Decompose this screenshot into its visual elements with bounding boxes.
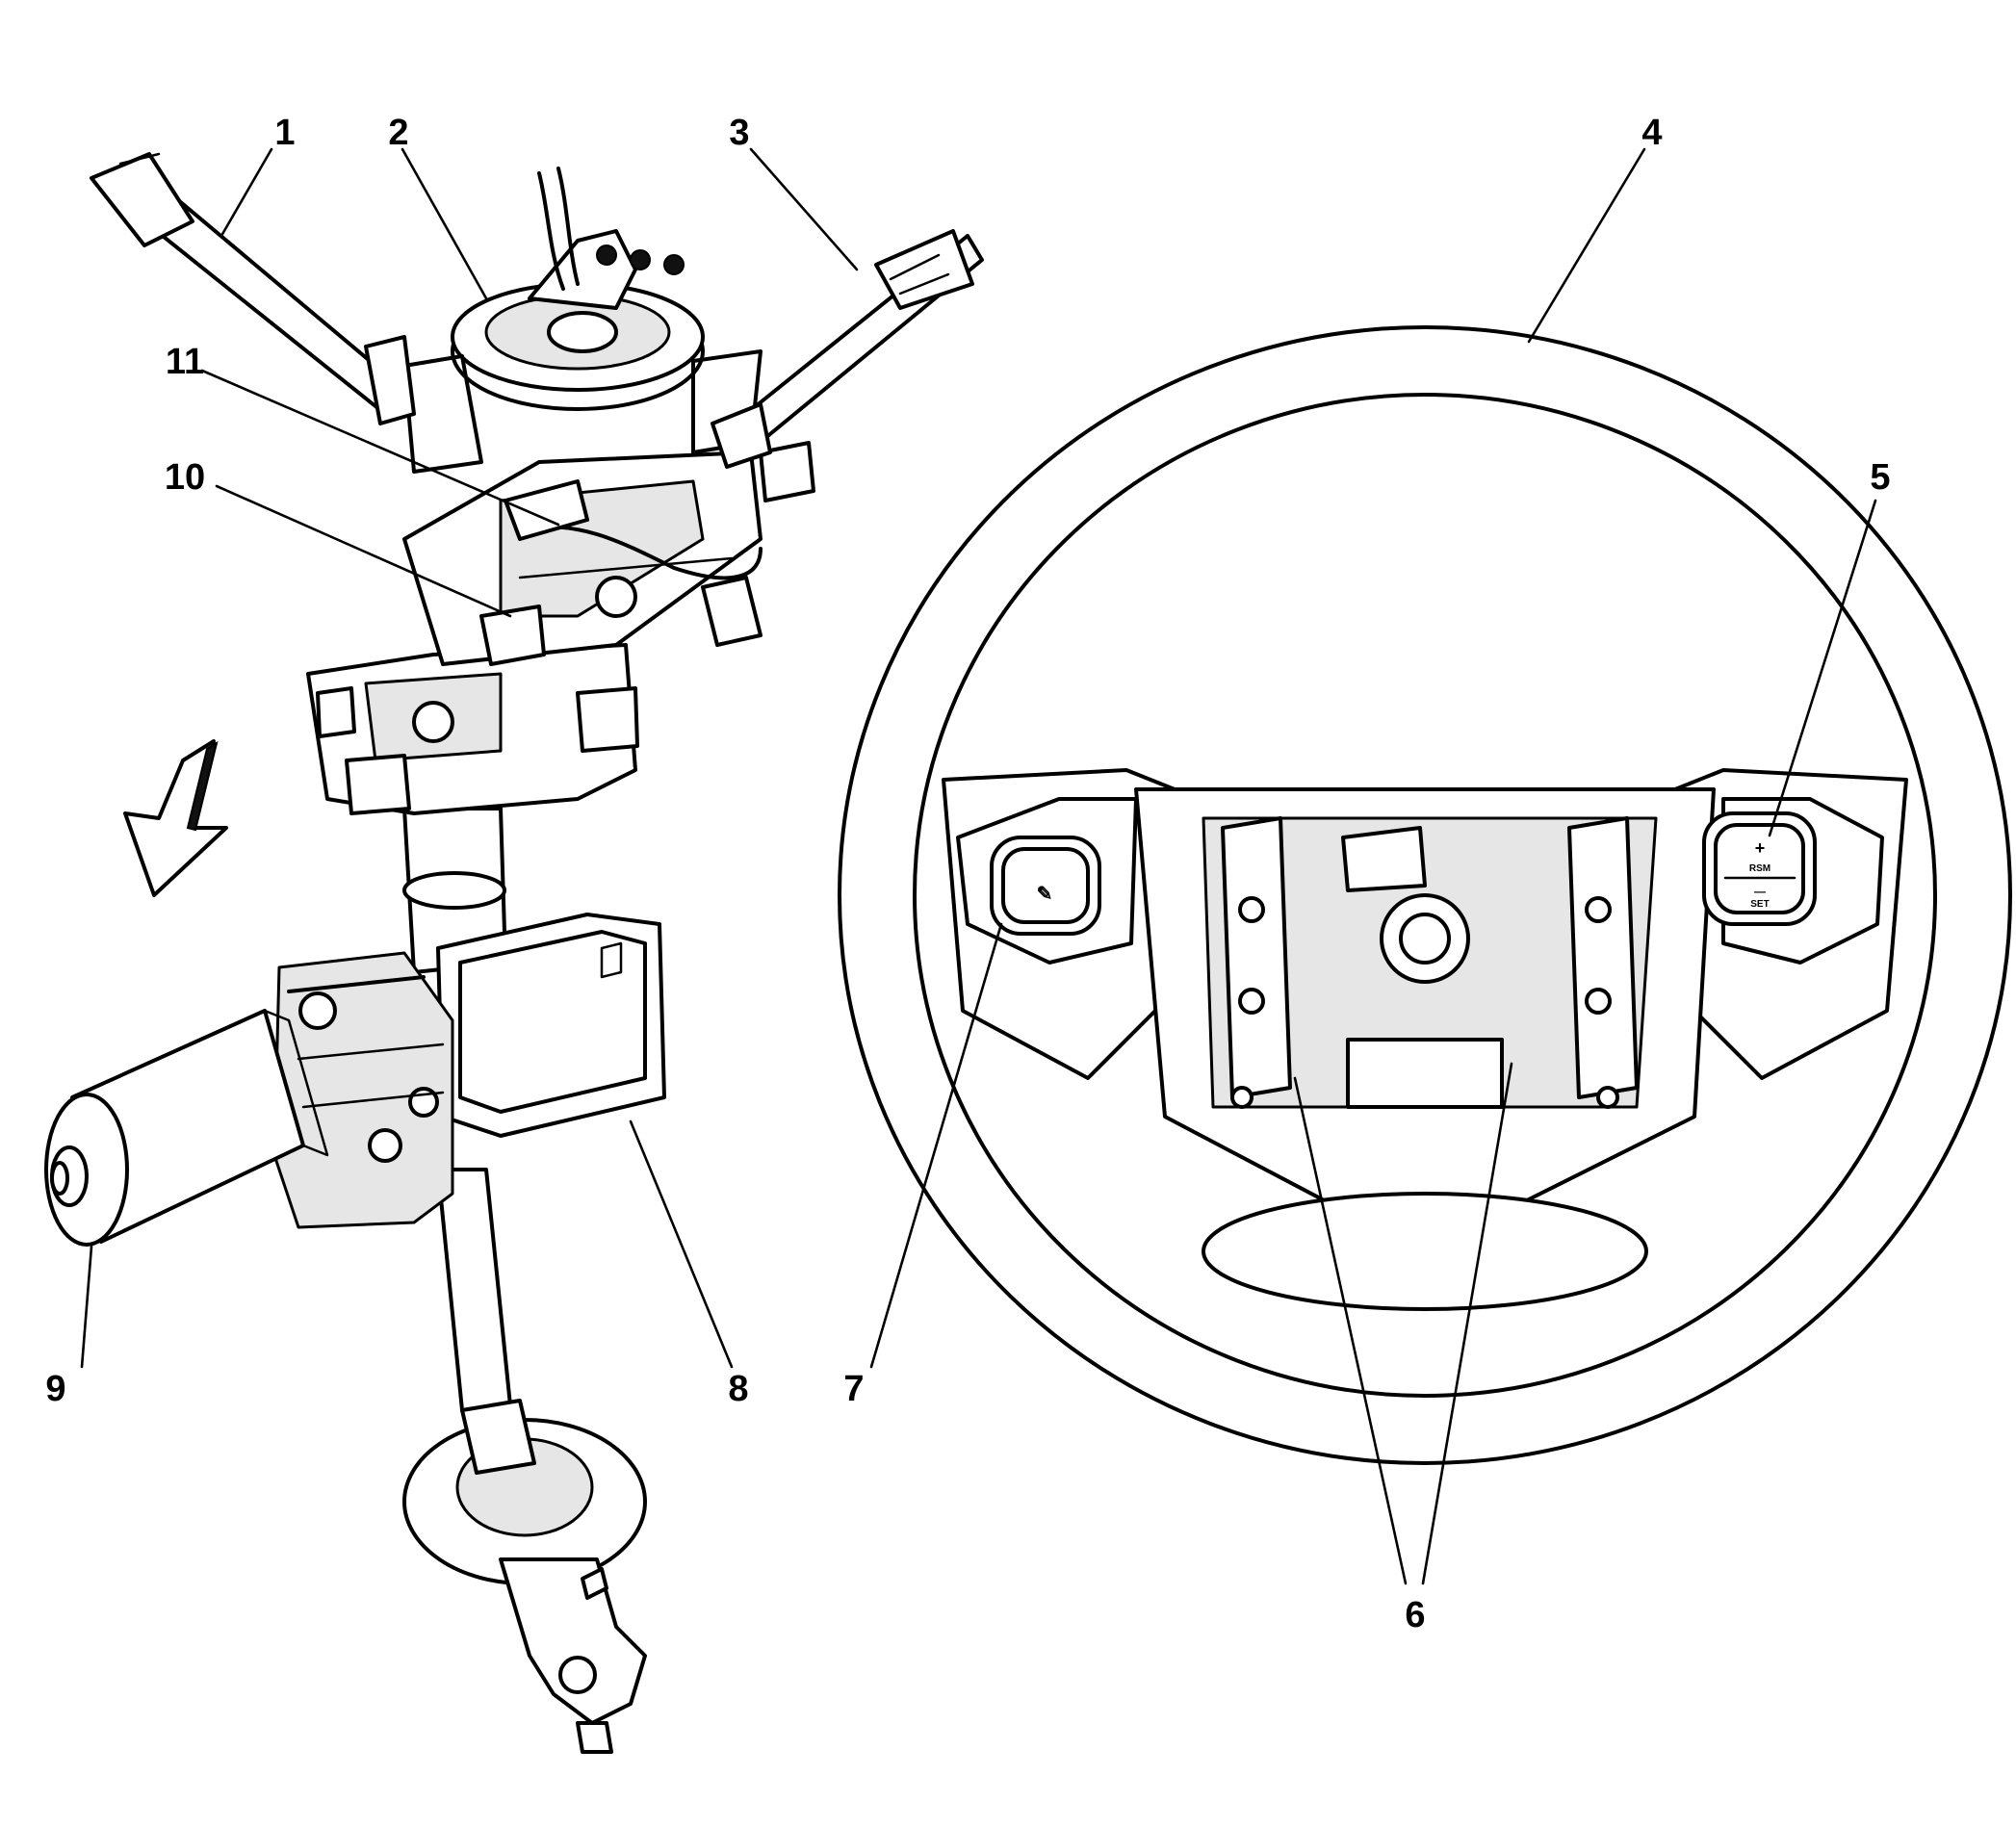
steering-column-assembly <box>44 152 984 1754</box>
cruise-control-switch: + RSM — SET <box>1702 797 1884 965</box>
callout-7: 7 <box>843 1369 864 1409</box>
assist-motor <box>44 1009 329 1247</box>
callout-2: 2 <box>388 113 408 153</box>
callout-1: 1 <box>274 113 295 153</box>
callout-8: 8 <box>728 1369 748 1409</box>
callout-10: 10 <box>165 457 205 498</box>
clockspring <box>402 167 762 474</box>
cruise-minus-label: — <box>1754 885 1766 898</box>
leader-lines <box>80 147 1877 1585</box>
turn-signal-lever <box>90 152 416 425</box>
callout-11: 11 <box>166 342 204 382</box>
left-switch: ✎ <box>956 797 1138 965</box>
power-steering-control-module <box>436 913 666 1138</box>
callout-9: 9 <box>45 1369 65 1409</box>
cruise-set-label: SET <box>1750 899 1769 910</box>
svg-text:✎: ✎ <box>1037 884 1053 905</box>
callout-5: 5 <box>1870 457 1890 498</box>
cruise-plus-label: + <box>1755 838 1766 858</box>
intermediate-shaft <box>402 1168 647 1754</box>
column-motor-housing <box>272 951 454 1229</box>
cruise-res-label: RSM <box>1749 863 1770 874</box>
switch-mounting-brackets <box>1221 816 1639 1109</box>
callout-4: 4 <box>1641 113 1662 153</box>
lock-housing <box>402 441 815 666</box>
callout-labels: 1 2 3 4 5 6 7 8 9 10 11 <box>45 113 1890 1635</box>
callout-3: 3 <box>729 113 749 153</box>
steering-wheel-harness <box>479 479 762 666</box>
steering-wheel: ✎ + RSM — SET <box>838 325 2012 1465</box>
wiper-washer-lever <box>711 229 984 469</box>
direction-arrow <box>123 739 228 897</box>
tilt-mechanism <box>306 643 639 815</box>
callout-6: 6 <box>1405 1595 1425 1635</box>
